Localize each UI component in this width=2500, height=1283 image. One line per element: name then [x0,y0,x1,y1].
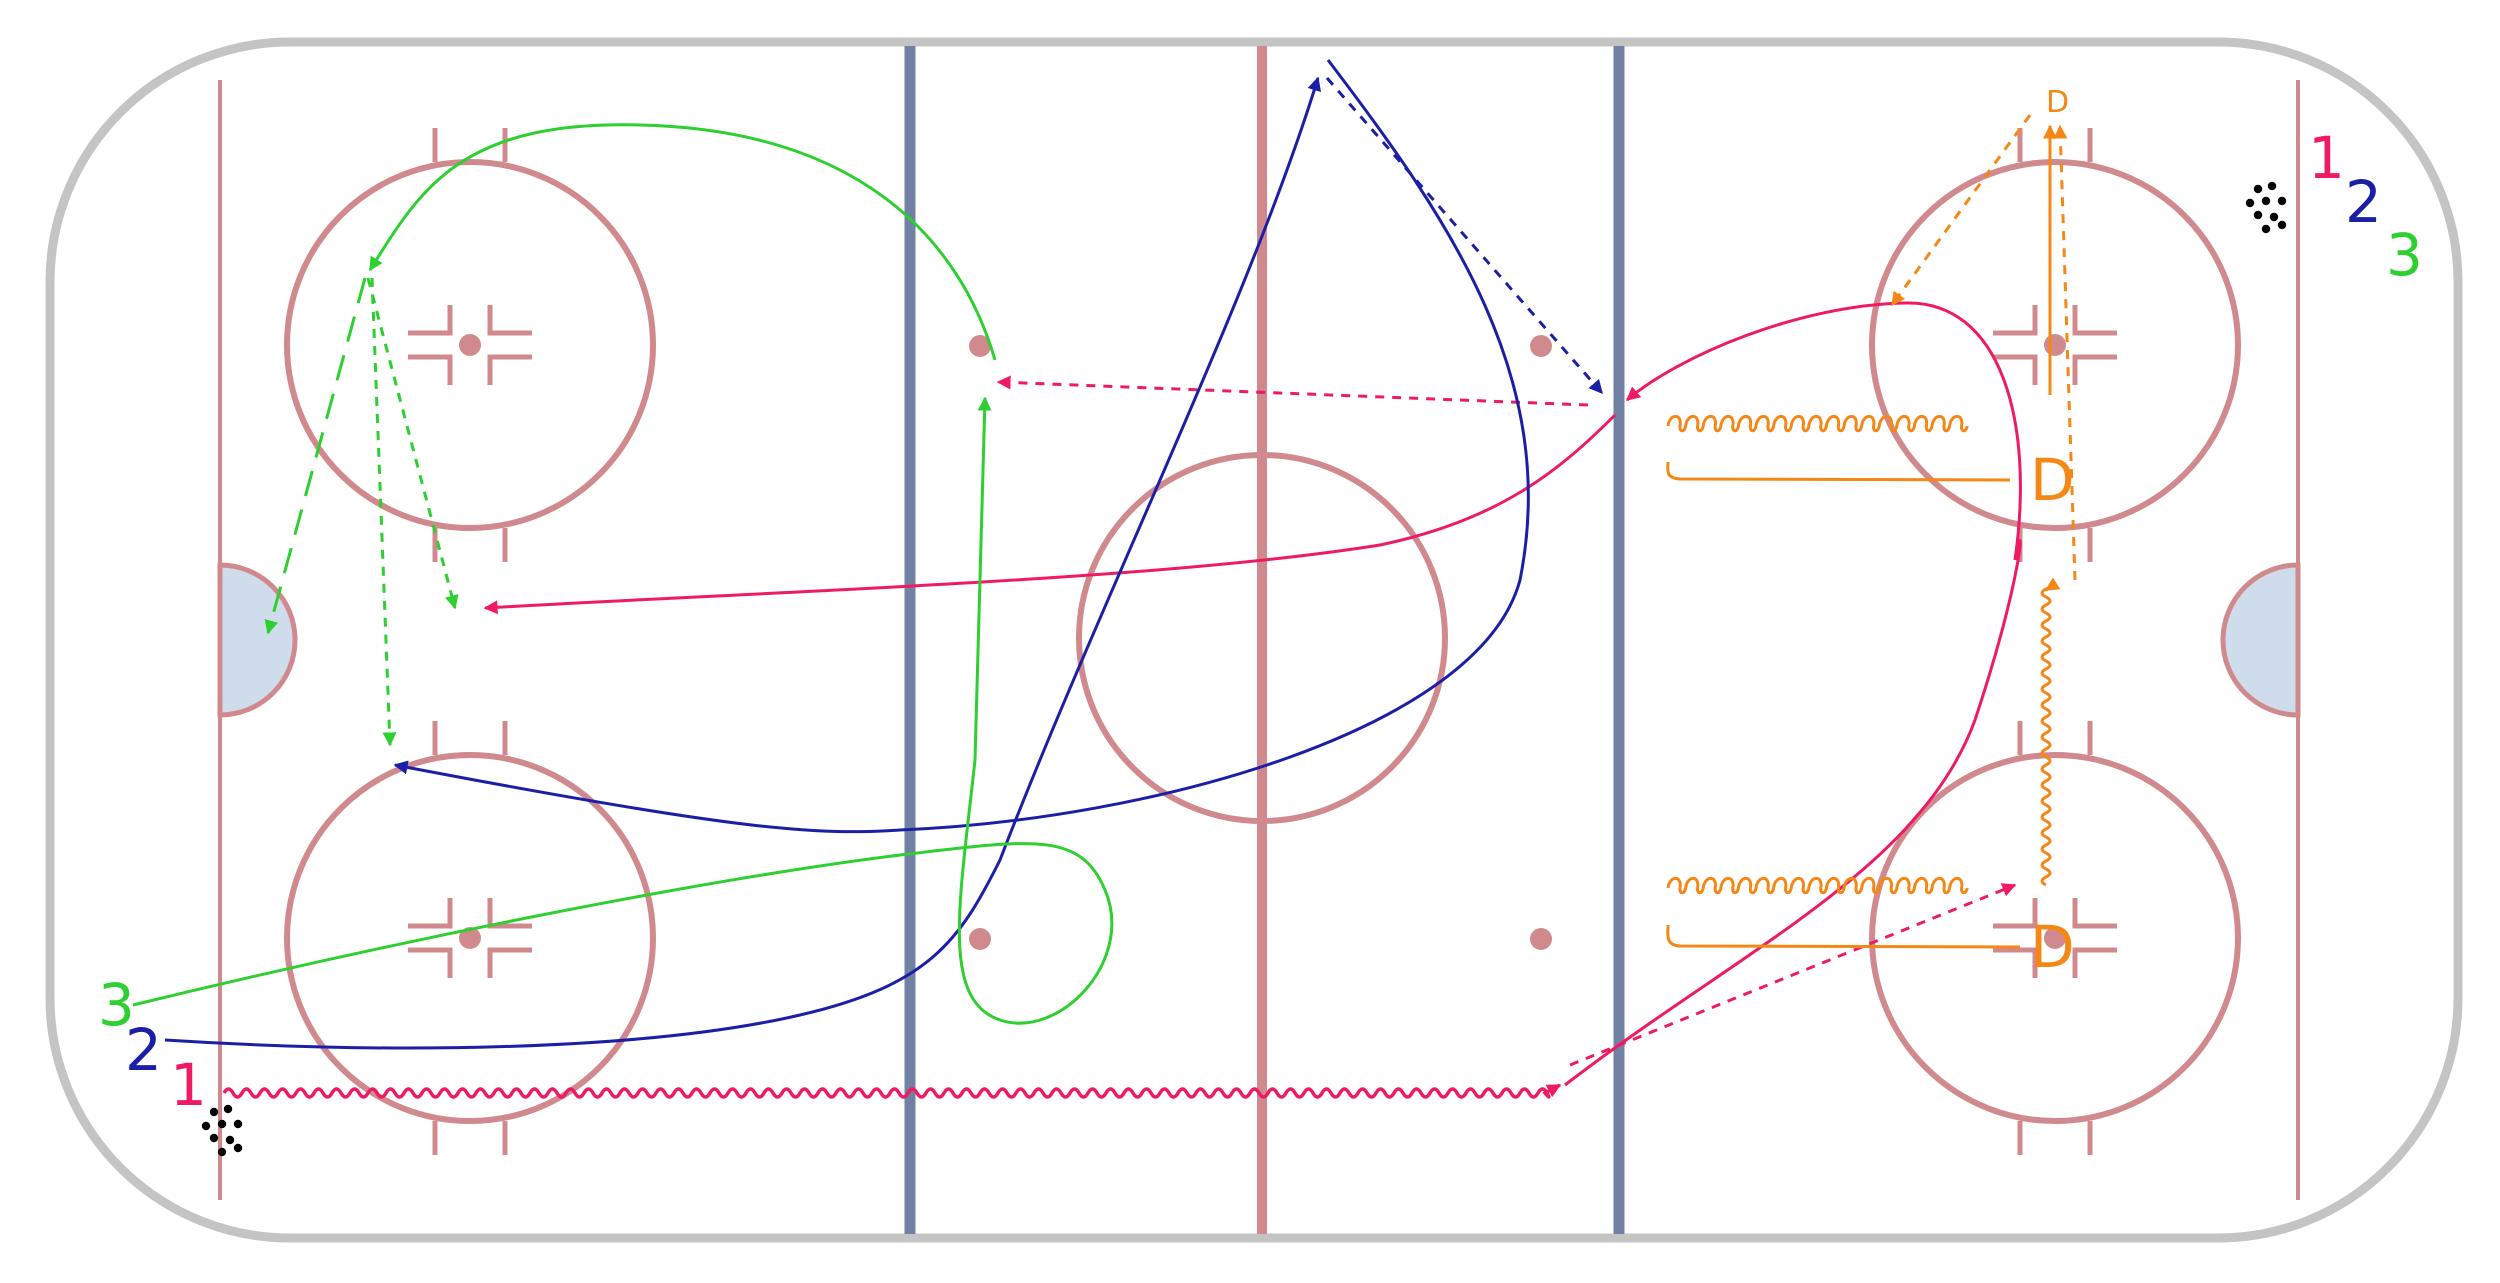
neutral-dot-bottom-right [1530,928,1552,950]
faceoff-dot [459,334,481,356]
faceoff-circle-bottom-left [284,721,656,1155]
player-1-pass-right [1569,883,2017,1067]
player-3-curl-path [368,123,997,361]
right-label-3: 3 [2386,221,2423,289]
left-label-2: 2 [125,1016,162,1084]
center-circle [1076,452,1448,824]
rink-boards [45,37,2463,1243]
neutral-dot-bottom-left [969,928,991,950]
d-dashed-up-line [2053,124,2077,581]
player-2-pass-path [1325,77,1604,395]
player-2-return-path [393,59,1530,834]
player-1-pass-neutral [996,375,1589,407]
d-upper-skate-line [1666,461,2011,482]
player-3-pass-slot [366,277,459,610]
right-label-2: 2 [2345,168,2382,236]
defense-label-small: D [2046,85,2069,120]
puck-pile-icon [201,1104,243,1157]
player-2-skate-path [164,76,1321,1050]
defense-label-upper: D [2030,446,2075,514]
player-3-pass-crease [264,277,367,635]
player-3-skate-path [132,396,1114,1025]
faceoff-circle-top-left [284,128,656,562]
faceoff-circle-bottom-right [1869,721,2241,1155]
d-lower-wavy [1666,876,1969,895]
left-label-1: 1 [170,1051,207,1119]
d-vertical-wavy [2040,577,2061,887]
d-upper-wavy [1666,414,1969,433]
d-dashed-diagonal [1890,114,2032,307]
faceoff-dot [2044,334,2066,356]
player-1-stickhandle-path [222,1083,1562,1099]
defense-label-lower: D [2030,913,2075,981]
player-1-skate-path [1564,301,2022,1087]
player-1-pass-slot [483,413,1617,615]
puck-pile-icon [2245,181,2287,234]
neutral-dot-top-right [1530,335,1552,357]
faceoff-dot [459,927,481,949]
faceoff-dot [2044,927,2066,949]
left-label-3: 3 [98,971,135,1039]
goal-crease-right [2220,562,2301,718]
d-lower-skate-line [1666,924,2021,949]
neutral-dot-top-left [969,335,991,357]
right-label-1: 1 [2308,124,2345,192]
